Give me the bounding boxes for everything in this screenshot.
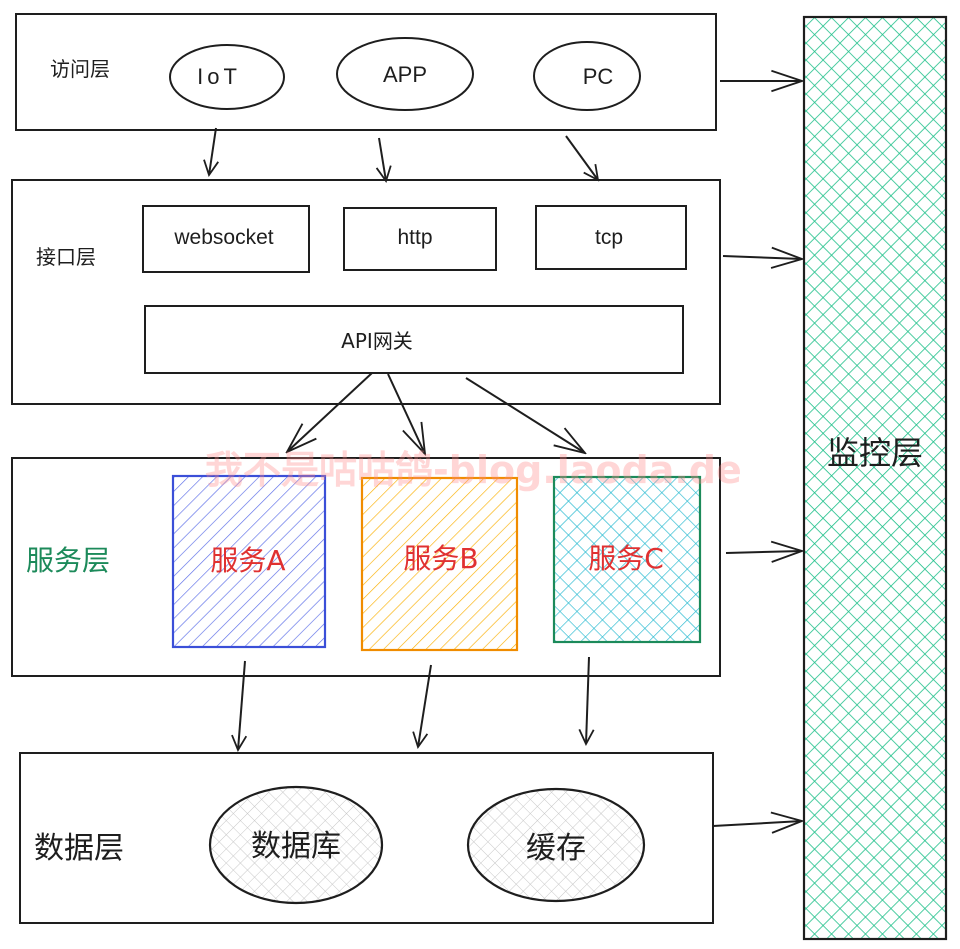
api-gateway-label: API网关 <box>341 329 413 353</box>
watermark: 我不是咕咕鸽-blog.laoda.de <box>205 448 742 492</box>
service-a-box <box>171 474 327 649</box>
arrow-gateway-service-a <box>287 372 373 452</box>
monitor-layer-box <box>802 15 948 941</box>
arrow-service-b-data <box>418 664 432 747</box>
api-gateway[interactable]: API网关 <box>144 305 684 374</box>
client-app-ellipse <box>336 37 474 111</box>
service-layer: 服务层 服务A 服务B 服务C <box>11 457 721 677</box>
store-cache-label: 缓存 <box>526 831 586 866</box>
protocol-http-box <box>343 207 497 271</box>
arrow-pc-tcp <box>565 135 598 180</box>
client-pc[interactable]: PC <box>533 41 641 111</box>
service-b[interactable]: 服务B <box>360 476 519 652</box>
protocol-websocket-label: websocket <box>173 226 273 249</box>
service-a-label: 服务A <box>210 544 285 577</box>
service-b-box <box>360 476 519 652</box>
store-cache[interactable]: 缓存 <box>466 787 646 903</box>
store-database[interactable]: 数据库 <box>208 785 384 905</box>
monitor-layer[interactable]: 监控层 <box>802 15 948 941</box>
client-pc-ellipse <box>533 41 641 111</box>
arrow-gateway-service-b <box>387 373 425 454</box>
store-database-ellipse <box>208 785 384 905</box>
store-cache-ellipse <box>466 787 646 903</box>
client-iot-ellipse <box>169 44 285 110</box>
client-pc-label: PC <box>583 64 614 89</box>
arrow-service-monitor <box>725 551 802 553</box>
arrow-app-http <box>379 137 386 181</box>
service-c[interactable]: 服务C <box>552 475 702 644</box>
store-database-label: 数据库 <box>251 829 341 864</box>
arrow-iot-websocket <box>209 127 216 175</box>
interface-layer-label: 接口层 <box>36 245 96 269</box>
data-layer-box <box>19 752 714 924</box>
protocol-http[interactable]: http <box>343 207 497 271</box>
monitor-layer-label: 监控层 <box>827 434 923 472</box>
interface-layer-box <box>11 179 721 405</box>
access-layer-label: 访问层 <box>50 57 110 81</box>
client-iot[interactable]: IoT <box>169 44 285 110</box>
client-iot-label: IoT <box>197 64 241 89</box>
service-layer-label: 服务层 <box>26 544 110 577</box>
service-c-label: 服务C <box>588 542 664 575</box>
data-layer-label: 数据层 <box>34 831 124 866</box>
service-a[interactable]: 服务A <box>171 474 327 649</box>
protocol-websocket-box <box>142 205 310 273</box>
client-app-label: APP <box>383 62 427 87</box>
interface-layer: 接口层 websocket http tcp API网关 <box>11 179 721 405</box>
data-layer: 数据层 数据库 缓存 <box>19 752 714 924</box>
arrow-service-a-data <box>238 660 245 750</box>
access-layer-box <box>15 13 717 131</box>
arrow-data-monitor <box>712 821 802 826</box>
service-layer-box <box>11 457 721 677</box>
client-app[interactable]: APP <box>336 37 474 111</box>
service-b-label: 服务B <box>403 542 478 575</box>
access-layer: 访问层 IoT APP PC <box>15 13 717 131</box>
protocol-tcp-box <box>535 205 687 270</box>
arrow-service-c-data <box>586 656 589 744</box>
arrow-interface-monitor <box>722 256 802 259</box>
api-gateway-box <box>144 305 684 374</box>
arrow-gateway-service-c <box>465 377 585 453</box>
protocol-tcp[interactable]: tcp <box>535 205 687 270</box>
protocol-tcp-label: tcp <box>595 226 623 249</box>
protocol-http-label: http <box>397 226 432 249</box>
service-c-box <box>552 475 702 644</box>
protocol-websocket[interactable]: websocket <box>142 205 310 273</box>
